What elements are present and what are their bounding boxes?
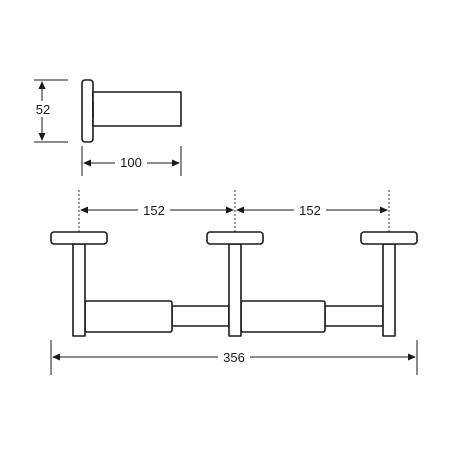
rail-lower-right [324,305,384,327]
side-view: 52 100 [26,79,182,176]
side-view-wall-plate [81,79,94,143]
overall-label: 356 [223,350,245,365]
mount-plate-middle [206,231,264,245]
post-right [382,243,396,337]
dimension-overall: 356 [50,340,418,375]
rail-main-right [240,300,326,333]
dimension-height: 52 [26,79,68,143]
side-view-bar [92,91,182,127]
depth-label: 100 [120,155,142,170]
spacing-right-label: 152 [299,203,321,218]
mount-plate-left [50,231,108,245]
dimension-spacing-right: 152 [236,202,388,218]
dimension-spacing-left: 152 [80,202,234,218]
spacing-left-label: 152 [143,203,165,218]
mount-plate-right [360,231,418,245]
dimension-depth: 100 [81,146,182,176]
rail-lower-left [171,305,230,327]
post-middle [228,243,242,337]
rail-main-left [84,300,173,333]
height-label: 52 [36,102,50,117]
front-view: 152 152 356 [50,190,418,375]
post-left [72,243,86,337]
